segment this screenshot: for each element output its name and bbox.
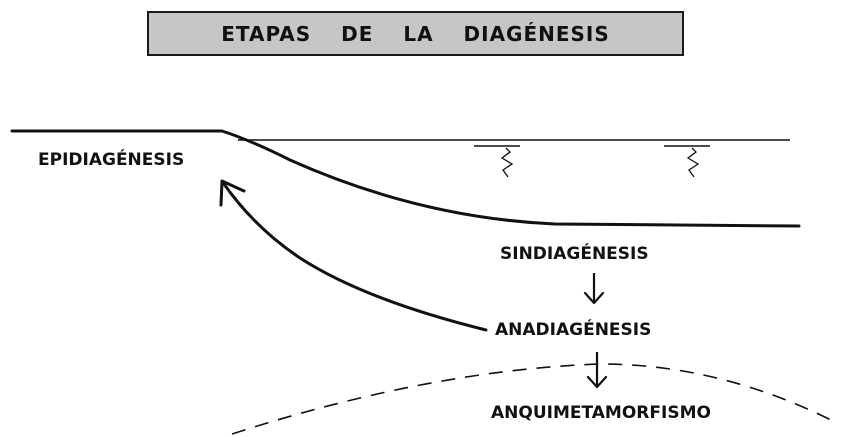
water-level-icon [474, 145, 520, 178]
title-box: ETAPAS DE LA DIAGÉNESIS [147, 11, 684, 56]
land-surface-line [10, 129, 801, 228]
label-epidiagenesis: EPIDIAGÉNESIS [38, 150, 185, 170]
water-level-icon [664, 145, 710, 178]
uplift-arrow [222, 182, 488, 332]
uplift-arrow-head [219, 179, 246, 207]
down-arrow [586, 352, 608, 389]
diagram-title: ETAPAS DE LA DIAGÉNESIS [221, 21, 610, 46]
label-anquimetamorfismo: ANQUIMETAMORFISMO [491, 403, 711, 423]
metamorphism-boundary [231, 363, 836, 435]
label-sindiagenesis: SINDIAGÉNESIS [500, 244, 649, 264]
label-anadiagenesis: ANADIAGÉNESIS [495, 320, 652, 340]
down-arrow [583, 273, 605, 305]
